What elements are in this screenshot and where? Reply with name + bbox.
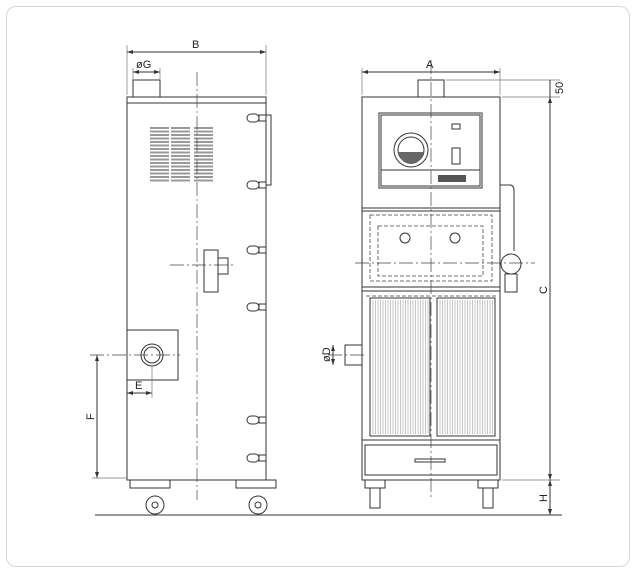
outlet-stub <box>132 79 161 98</box>
control-panel <box>378 112 483 189</box>
dimension-lines <box>92 45 560 515</box>
dim-D: øD <box>321 347 333 362</box>
dim-C: C <box>538 286 550 294</box>
filter-elements <box>366 295 496 437</box>
dim-A: A <box>426 59 434 71</box>
dim-H: H <box>538 494 550 502</box>
drawing-frame <box>6 6 630 567</box>
dim-B: B <box>192 39 199 51</box>
front-view <box>328 60 535 509</box>
louver-vents <box>150 127 213 182</box>
air-regulator <box>500 253 522 275</box>
dim-50: 50 <box>554 82 566 94</box>
door-hinges <box>246 113 267 463</box>
dim-F: F <box>85 413 97 420</box>
gauge <box>393 132 429 168</box>
dim-E: E <box>135 380 142 392</box>
side-view <box>90 72 277 515</box>
dim-G: øG <box>136 59 151 71</box>
